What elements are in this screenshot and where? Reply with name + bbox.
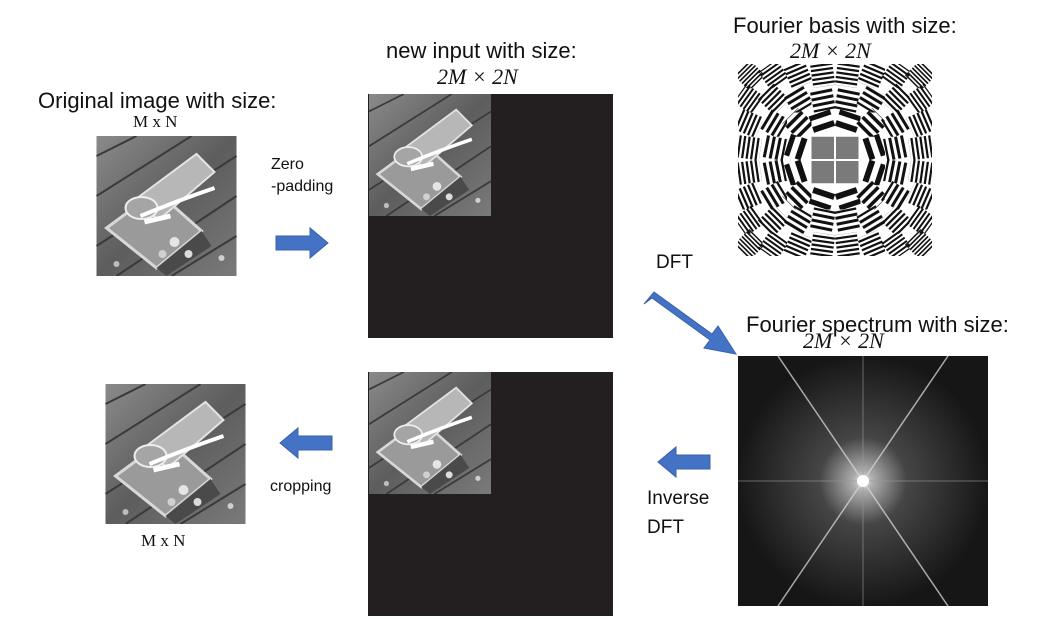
right-arrow-icon <box>275 226 329 260</box>
basis-tile <box>908 159 932 185</box>
left-arrow-icon <box>657 445 711 479</box>
cropped-size-label: M x N <box>141 531 186 550</box>
basis-tile <box>811 136 834 159</box>
cropped-image <box>104 384 247 524</box>
zero-padding-label-line2: -padding <box>271 178 334 195</box>
new-input-title: new input with size: <box>386 38 577 63</box>
basis-tile <box>809 207 836 234</box>
basis-tile <box>811 161 834 184</box>
original-image <box>95 136 238 276</box>
padded-input-image <box>368 94 492 216</box>
new-input-size-label: 2M × 2N <box>437 64 518 89</box>
basis-tile <box>908 135 932 161</box>
basis-tile <box>836 136 859 159</box>
basis-tile <box>883 134 910 161</box>
inverse-dft-label-line2: DFT <box>647 517 684 538</box>
spectrum-title: Fourier spectrum with size: <box>746 312 1009 337</box>
fourier-spectrum-image <box>738 356 988 606</box>
reconstructed-image <box>368 372 492 494</box>
original-title: Original image with size: <box>38 88 277 113</box>
cropping-label: cropping <box>270 478 332 495</box>
basis-tile <box>836 161 859 184</box>
zero-padding-label-line1: Zero <box>271 156 304 173</box>
basis-tile <box>810 232 836 256</box>
basis-size-label: 2M × 2N <box>790 38 871 63</box>
crop-left-arrow-icon <box>279 426 333 460</box>
dft-label: DFT <box>656 252 693 273</box>
diagonal-arrow-icon <box>643 291 738 355</box>
basis-tile <box>738 229 766 256</box>
spectrum-size-label: 2M × 2N <box>803 328 884 353</box>
basis-title: Fourier basis with size: <box>733 13 957 38</box>
original-size-label: M x N <box>133 112 178 131</box>
fourier-basis-grid <box>738 64 932 256</box>
inverse-dft-label-line1: Inverse <box>647 488 710 509</box>
basis-tile <box>738 64 766 91</box>
